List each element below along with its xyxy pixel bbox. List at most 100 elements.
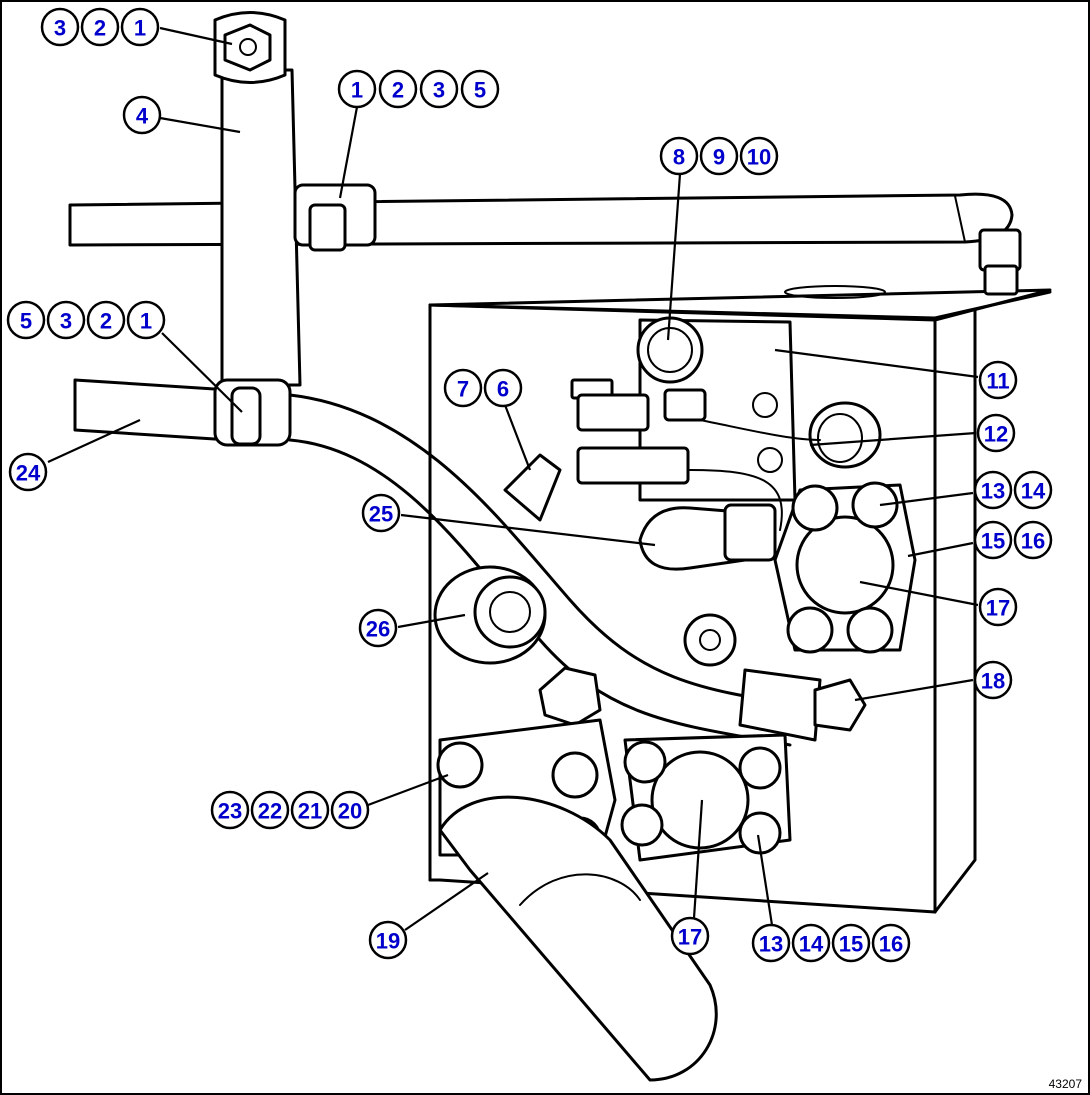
- callout-label: 2: [100, 309, 112, 334]
- callout-circle: [80, 7, 120, 47]
- callout-circle: [210, 790, 250, 830]
- callout-label: 16: [879, 932, 903, 957]
- callout-3: 3: [40, 7, 80, 47]
- callout-20: 20: [330, 790, 370, 830]
- callout-label: 7: [457, 377, 469, 402]
- drawing-number: 43207: [1048, 1077, 1082, 1091]
- callout-circle: [361, 493, 401, 533]
- callout-circle: [978, 360, 1018, 400]
- callout-circle: [46, 300, 86, 340]
- upper-tube: [68, 192, 1022, 296]
- callout-label: 2: [94, 16, 106, 41]
- callout-circle: [1013, 470, 1053, 510]
- callout-2: 2: [86, 300, 126, 340]
- callout-17: 17: [670, 916, 710, 956]
- callout-circle: [973, 520, 1013, 560]
- callout-circle: [126, 300, 166, 340]
- callout-circle: [330, 790, 370, 830]
- callout-label: 1: [140, 309, 152, 334]
- callout-label: 20: [338, 799, 362, 824]
- callout-14: 14: [791, 923, 831, 963]
- callout-circle: [8, 452, 48, 492]
- callout-circle: [699, 136, 739, 176]
- callout-circle: [337, 69, 377, 109]
- callout-4: 4: [122, 95, 162, 135]
- callout-label: 2: [392, 78, 404, 103]
- callout-13: 13: [973, 470, 1013, 510]
- callout-15: 15: [831, 923, 871, 963]
- callout-15: 15: [973, 520, 1013, 560]
- callout-circle: [419, 69, 459, 109]
- callout-25: 25: [361, 493, 401, 533]
- callout-label: 15: [981, 529, 1005, 554]
- callout-23: 23: [210, 790, 250, 830]
- callout-circle: [290, 790, 330, 830]
- callout-circle: [978, 587, 1018, 627]
- callout-label: 10: [747, 145, 771, 170]
- callout-16: 16: [871, 923, 911, 963]
- callout-17: 17: [978, 587, 1018, 627]
- callout-circle: [378, 69, 418, 109]
- callout-24: 24: [8, 452, 48, 492]
- callout-1: 1: [337, 69, 377, 109]
- callout-19: 19: [368, 920, 408, 960]
- callout-3: 3: [46, 300, 86, 340]
- left-fittings: [433, 565, 737, 727]
- callout-circle: [86, 300, 126, 340]
- callout-10: 10: [739, 136, 779, 176]
- callout-circle: [460, 69, 500, 109]
- callout-11: 11: [978, 360, 1018, 400]
- callout-circle: [973, 470, 1013, 510]
- callout-label: 8: [673, 145, 685, 170]
- callout-circle: [831, 923, 871, 963]
- callout-21: 21: [290, 790, 330, 830]
- callout-8: 8: [659, 136, 699, 176]
- callout-3: 3: [419, 69, 459, 109]
- callout-label: 5: [474, 78, 486, 103]
- callout-6: 6: [483, 368, 523, 408]
- callout-label: 6: [497, 377, 509, 402]
- callout-label: 5: [20, 309, 32, 334]
- callout-label: 3: [54, 16, 66, 41]
- callout-circle: [6, 300, 46, 340]
- right-flange: [773, 481, 917, 654]
- callout-label: 26: [366, 617, 390, 642]
- callout-circle: [791, 923, 831, 963]
- callout-label: 21: [298, 799, 322, 824]
- callout-label: 4: [136, 104, 149, 129]
- callout-label: 25: [369, 502, 393, 527]
- callout-circle: [120, 7, 160, 47]
- curved-hose: [288, 393, 867, 747]
- callout-label: 3: [60, 309, 72, 334]
- callout-5: 5: [6, 300, 46, 340]
- callout-label: 23: [218, 799, 242, 824]
- large-hose: [438, 795, 718, 1082]
- callout-1: 1: [120, 7, 160, 47]
- callout-circle: [1013, 520, 1053, 560]
- callout-label: 3: [433, 78, 445, 103]
- callout-circle: [670, 916, 710, 956]
- upper-fittings: [570, 316, 882, 531]
- callout-label: 17: [986, 596, 1010, 621]
- callout-13: 13: [751, 923, 791, 963]
- callout-label: 14: [799, 932, 824, 957]
- callout-26: 26: [358, 608, 398, 648]
- callout-1: 1: [126, 300, 166, 340]
- bracket-arm: [213, 11, 377, 387]
- callout-label: 12: [984, 422, 1008, 447]
- callout-circle: [358, 608, 398, 648]
- callout-7: 7: [443, 368, 483, 408]
- callout-label: 1: [134, 16, 146, 41]
- callout-circle: [751, 923, 791, 963]
- callout-label: 24: [16, 461, 41, 486]
- callout-circle: [368, 920, 408, 960]
- callout-circle: [973, 660, 1013, 700]
- callout-label: 15: [839, 932, 863, 957]
- callout-circle: [443, 368, 483, 408]
- callout-circle: [40, 7, 80, 47]
- leader-lines: [47, 26, 979, 931]
- callout-label: 22: [258, 799, 282, 824]
